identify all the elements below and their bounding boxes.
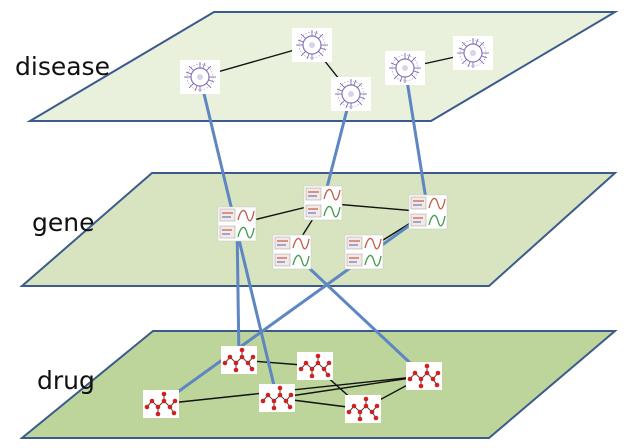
edge-r3-r5 [276,375,425,399]
network-hairball-icon [384,50,426,86]
molecule-icon [142,389,180,419]
gene-expression-icon [344,234,384,270]
gene-expression-icon [303,185,343,221]
gene-expression-icon [272,234,312,270]
molecule-icon [405,361,443,391]
network-hairball-icon [452,35,494,71]
network-hairball-icon [330,76,372,112]
gene-expression-icon [217,206,257,242]
gene-layer-label: gene [32,208,95,237]
molecule-icon [296,351,334,381]
drug-layer-label: drug [37,366,95,395]
gene-expression-icon [408,194,448,230]
molecule-icon [220,345,258,375]
link-d4-g5 [403,66,430,214]
link-g5-r4 [159,210,430,406]
molecule-icon [344,394,382,424]
molecule-icon [258,383,296,413]
link-g1-r1 [235,222,241,362]
link-d3-g2 [321,92,353,205]
network-hairball-icon [179,59,221,95]
drug-layer-plane [19,330,618,439]
network-hairball-icon [291,27,333,63]
link-g3-r3 [290,250,426,378]
gene-layer-plane [19,172,618,287]
disease-layer-label: disease [15,52,110,81]
